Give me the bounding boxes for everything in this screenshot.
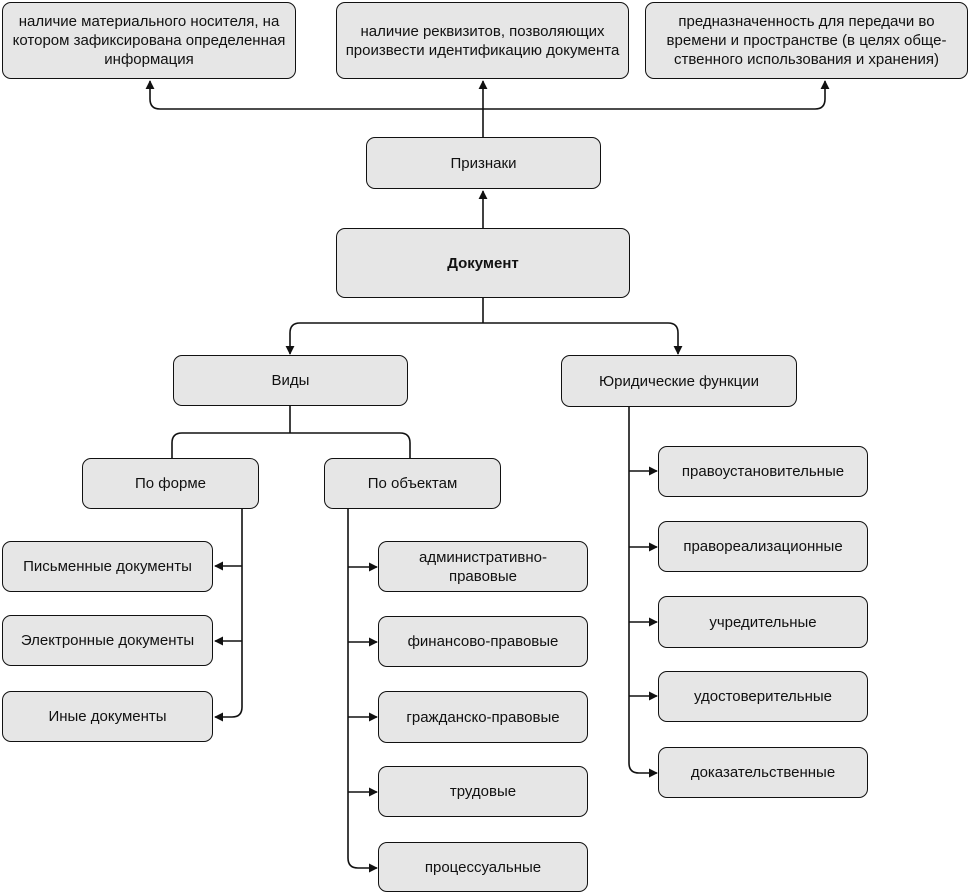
features-node-label: Признаки — [450, 154, 517, 172]
feature-requisites-label: наличие реквизитов, позволяющих произвес… — [345, 22, 620, 59]
written-documents-node: Письменные документы — [2, 541, 213, 592]
obj-procedural-node: процессуальные — [378, 842, 588, 892]
obj-labor-label: трудовые — [449, 783, 517, 800]
electronic-documents-node: Электронные документы — [2, 615, 213, 666]
obj-admin-label: административно-правовые — [418, 548, 547, 585]
obj-admin-node: административно-правовые — [378, 541, 588, 592]
legal-functions-node-label: Юридические функции — [599, 372, 759, 390]
by-form-node-label: По форме — [135, 475, 206, 492]
features-node: Признаки — [366, 137, 601, 189]
obj-financial-node: финансово-правовые — [378, 616, 588, 667]
by-form-node: По форме — [82, 458, 259, 509]
electronic-documents-label: Электронные документы — [20, 632, 195, 649]
fn-lawmaking-node: правоустановительные — [658, 446, 868, 497]
fn-lawmaking-label: правоустановительные — [681, 463, 845, 480]
line-functions-trunk — [628, 407, 640, 774]
arrow-document-to-legal-functions — [483, 322, 683, 355]
line-by-objects-trunk — [347, 509, 359, 869]
feature-requisites: наличие реквизитов, позволяющих произвес… — [336, 2, 629, 79]
arrow-features-to-feature-1 — [145, 80, 483, 110]
arrow-features-to-feature-3 — [483, 80, 830, 110]
legal-functions-node: Юридические функции — [561, 355, 797, 407]
obj-labor-node: трудовые — [378, 766, 588, 817]
feature-material-carrier-label: наличие материального носителя, на котор… — [12, 13, 286, 68]
line-types-to-by-form — [171, 432, 290, 458]
fn-evidential-node: доказательственные — [658, 747, 868, 798]
by-objects-node: По объектам — [324, 458, 501, 509]
feature-transmission-purpose: предназначенность для передачи во времен… — [645, 2, 968, 79]
obj-civil-node: гражданско-правовые — [378, 691, 588, 743]
fn-founding-label: учредительные — [709, 613, 817, 631]
fn-certifying-label: удостоверительные — [693, 688, 833, 705]
written-documents-label: Письменные документы — [23, 558, 192, 575]
fn-implementing-label: правореализационные — [683, 538, 843, 555]
line-types-to-by-objects — [290, 432, 411, 458]
arrow-document-to-types — [285, 322, 483, 355]
feature-transmission-purpose-label: предназначенность для передачи во времен… — [666, 13, 947, 68]
types-node-label: Виды — [271, 372, 310, 389]
fn-evidential-label: доказательственные — [690, 764, 836, 781]
obj-financial-label: финансово-правовые — [407, 633, 559, 650]
fn-implementing-node: правореализационные — [658, 521, 868, 572]
obj-procedural-label: процессуальные — [424, 858, 542, 876]
fn-founding-node: учредительные — [658, 596, 868, 648]
document-node: Документ — [336, 228, 630, 298]
other-documents-node: Иные документы — [2, 691, 213, 742]
document-node-label: Документ — [447, 254, 519, 272]
other-documents-label: Иные документы — [48, 708, 167, 725]
feature-material-carrier: наличие материального носителя, на котор… — [2, 2, 296, 79]
by-objects-node-label: По объектам — [367, 475, 458, 492]
types-node: Виды — [173, 355, 408, 406]
line-by-form-trunk — [231, 509, 243, 718]
obj-civil-label: гражданско-правовые — [406, 708, 560, 726]
fn-certifying-node: удостоверительные — [658, 671, 868, 722]
